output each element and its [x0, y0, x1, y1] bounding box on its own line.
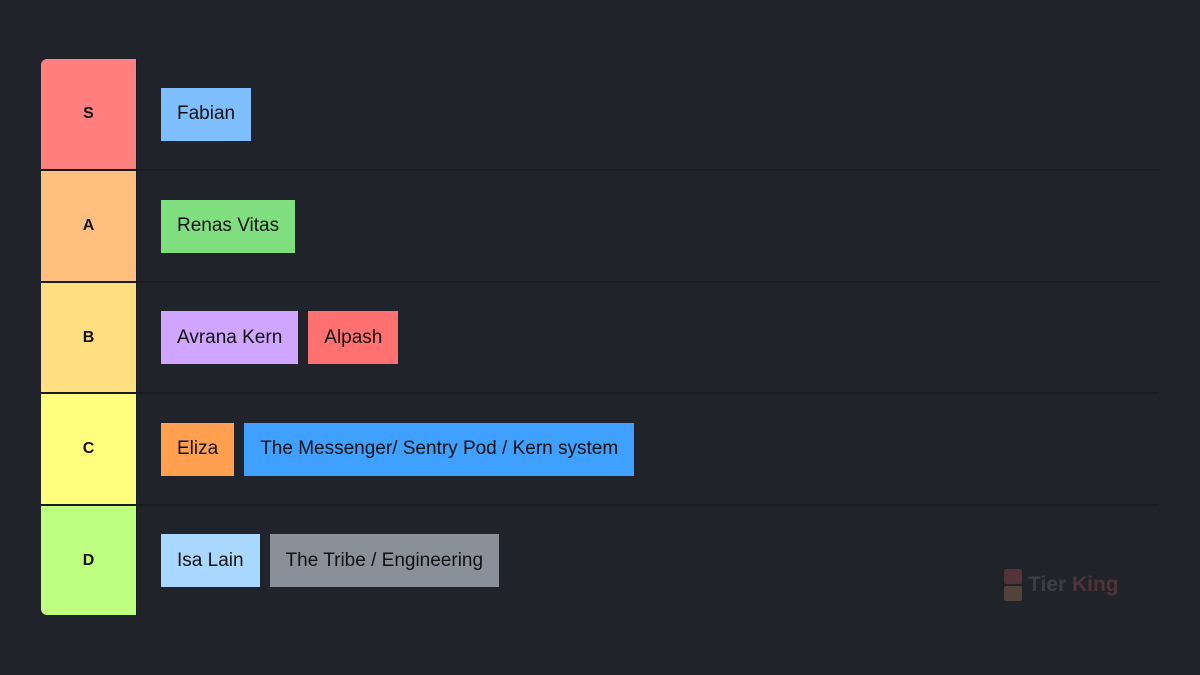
- tier-item-chip[interactable]: Renas Vitas: [161, 199, 296, 253]
- tier-item-chip[interactable]: The Tribe / Engineering: [269, 534, 500, 587]
- tier-row-s: S Fabian: [41, 59, 1159, 169]
- tier-row-a: A Renas Vitas: [41, 171, 1159, 281]
- tier-label-c[interactable]: C: [41, 394, 136, 504]
- tier-king-watermark: Tier King: [1004, 569, 1119, 601]
- tier-label-b[interactable]: B: [41, 283, 136, 392]
- watermark-text: Tier King: [1028, 573, 1119, 596]
- tier-item-chip[interactable]: Eliza: [161, 422, 235, 476]
- tier-king-logo-icon: [1004, 569, 1022, 601]
- tier-item-chip[interactable]: Avrana Kern: [161, 311, 299, 364]
- tier-item-chip[interactable]: Isa Lain: [161, 534, 260, 587]
- tier-item-chip[interactable]: The Messenger/ Sentry Pod / Kern system: [244, 422, 635, 476]
- tier-label-a[interactable]: A: [41, 171, 136, 281]
- tier-item-chip[interactable]: Alpash: [308, 311, 399, 364]
- tier-label-d[interactable]: D: [41, 506, 136, 615]
- tier-item-chip[interactable]: Fabian: [161, 87, 252, 141]
- tier-items-a[interactable]: Renas Vitas: [137, 171, 1159, 281]
- tier-items-s[interactable]: Fabian: [137, 59, 1159, 169]
- tier-label-s[interactable]: S: [41, 59, 136, 169]
